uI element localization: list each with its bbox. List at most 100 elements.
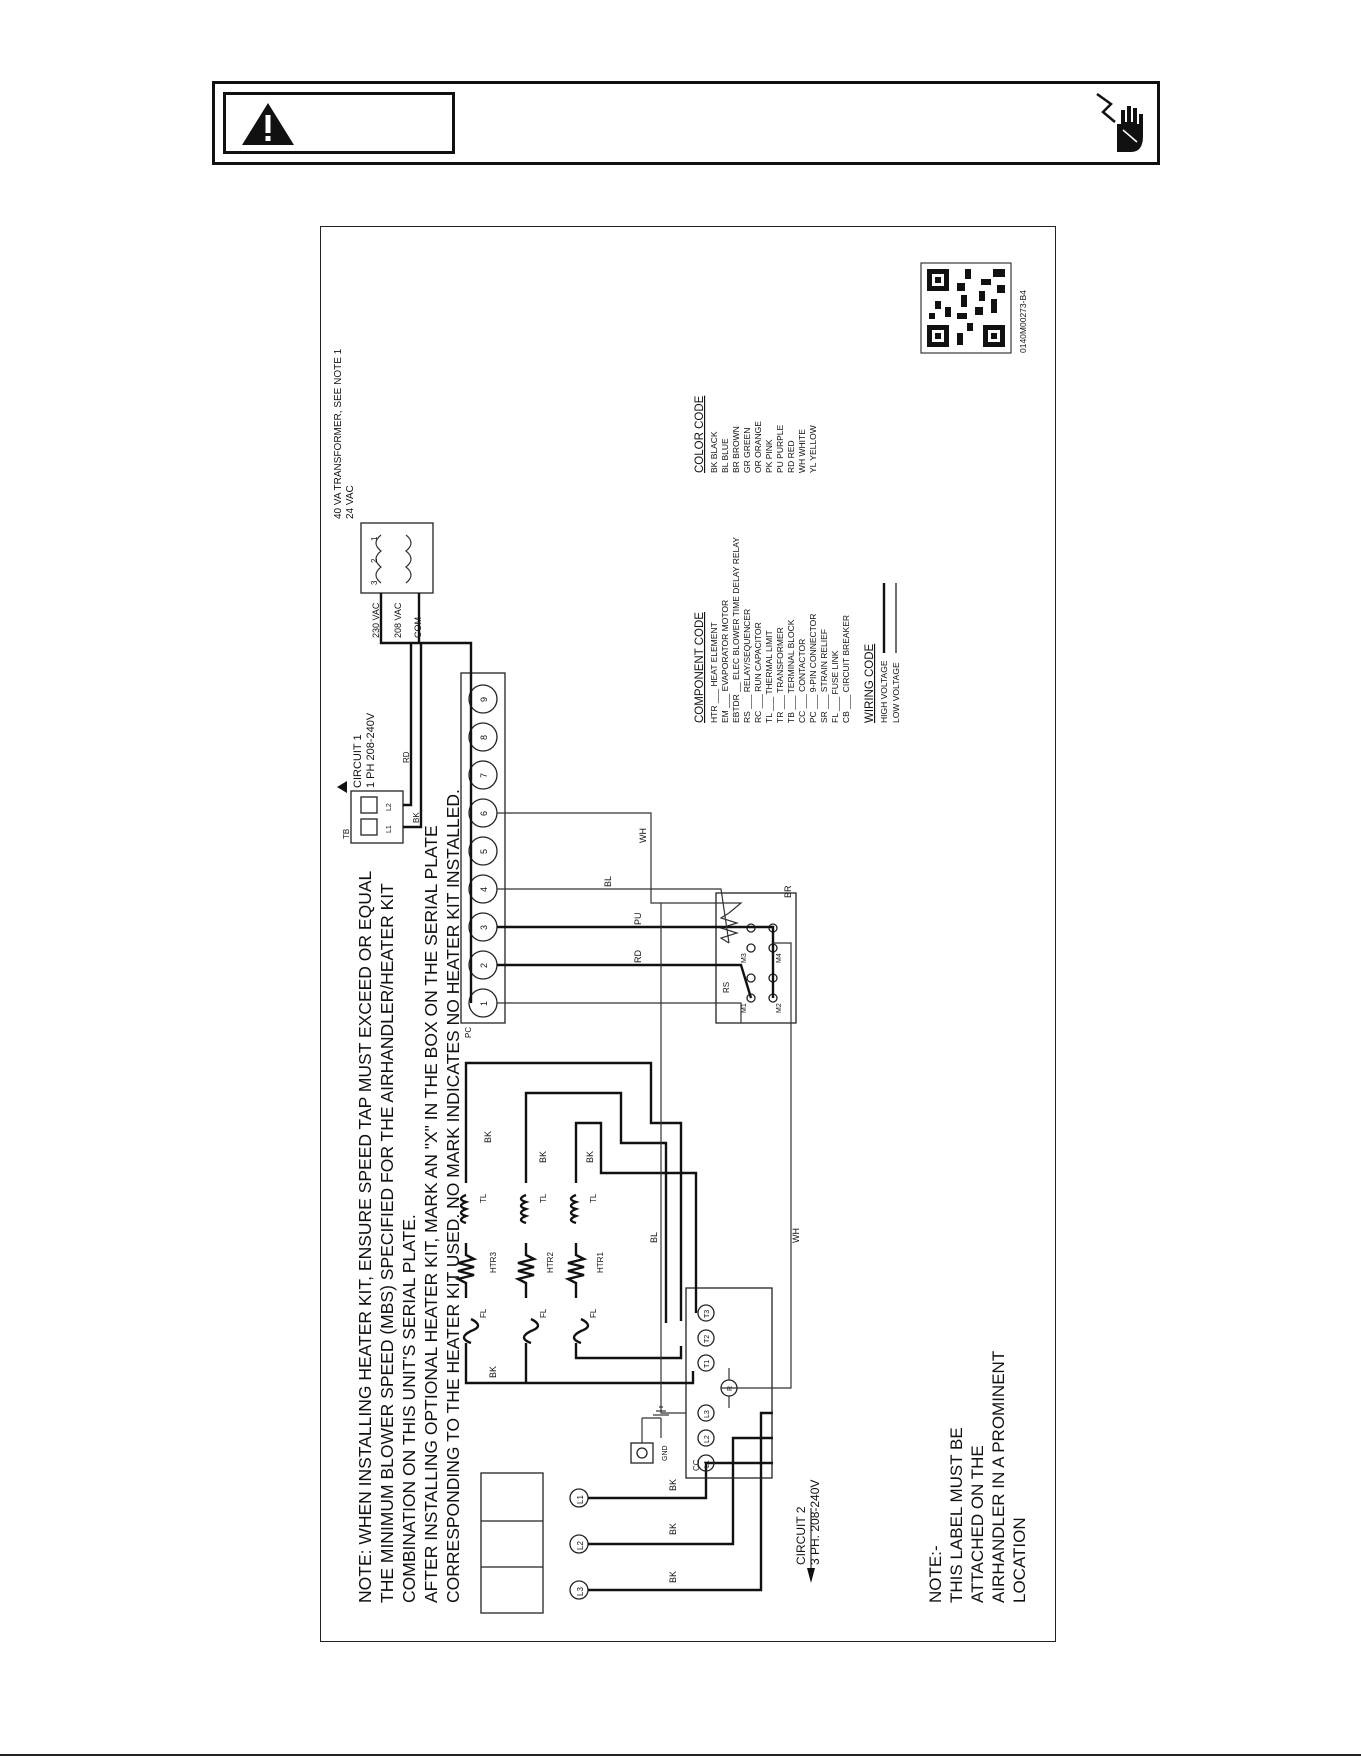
color-code-title: COLOR CODE	[694, 395, 706, 473]
wiring-high: HIGH VOLTAGE	[879, 660, 889, 723]
component-item: PC ___ 9-PIN CONNECTOR	[808, 614, 818, 723]
note-line-2: THE MINIMUM BLOWER SPEED (MBS) SPECIFIED…	[377, 883, 397, 1603]
color-item: OR ORANGE	[753, 421, 763, 473]
pc-pin: 2	[479, 963, 489, 968]
note-line-5: CORRESPONDING TO THE HEATER KIT USED. NO…	[443, 789, 463, 1603]
page-footer-rule	[0, 1754, 1361, 1756]
pc-pin: 8	[479, 735, 489, 740]
wire-label-pu: PU	[633, 912, 643, 925]
tap-208: 208 VAC	[393, 602, 403, 638]
wire-label-bk: BK	[585, 1151, 595, 1163]
wire-label-bk: BK	[538, 1151, 548, 1163]
note-line-4: AFTER INSTALLING OPTIONAL HEATER KIT, MA…	[421, 825, 441, 1603]
fl-label: FL	[539, 1308, 548, 1318]
wire-label-bk: BK	[668, 1571, 678, 1583]
component-code-title: COMPONENT CODE	[694, 612, 706, 723]
wire-label-bk: BK	[412, 812, 421, 823]
cc-t2: T2	[704, 1335, 711, 1343]
color-item: RD RED	[786, 440, 796, 473]
pin-connector: PC 1 2 3 4 5 6 7 8 9	[460, 672, 506, 1038]
circuit2-spec: 3 PH. 208-240V	[808, 1480, 822, 1565]
contactor: CC L1 L2 L3 T1 T2 T3 R	[685, 1287, 773, 1479]
supply-terminals: L3 L2 L1 BK BK BK	[480, 1411, 773, 1614]
label-note-5: LOCATION	[1010, 1517, 1029, 1603]
pc-pin: 6	[479, 811, 489, 816]
component-item: TR ___ TRANSFORMER	[775, 627, 785, 723]
component-item: FL ___ FUSE LINK	[830, 650, 840, 723]
ground-symbol: GND	[630, 1406, 669, 1464]
tr-t1: 1	[370, 536, 379, 541]
color-item: BL BLUE	[720, 438, 730, 473]
note-line-1: NOTE: WHEN INSTALLING HEATER KIT, ENSURE…	[355, 871, 375, 1603]
gnd-label: GND	[662, 1445, 669, 1461]
component-code-list: HTR ___ HEAT ELEMENT EM ___ EVAPORATOR M…	[709, 537, 851, 723]
color-item: WH WHITE	[797, 429, 807, 473]
color-item: YL YELLOW	[808, 425, 818, 473]
pc-pin: 4	[479, 887, 489, 892]
wire-label-bk: BK	[668, 1479, 678, 1491]
htr2-label: HTR2	[546, 1252, 555, 1273]
pc-pin: 3	[479, 925, 489, 930]
transformer-title: 40 VA TRANSFORMER, SEE NOTE 1	[333, 348, 344, 519]
wire-label-bk: BK	[488, 1366, 498, 1378]
warning-label-box	[223, 92, 455, 154]
contactor-name: CC	[692, 1459, 701, 1471]
component-item: RC ___ RUN CAPACITOR	[753, 622, 763, 723]
pc-pin: 1	[479, 1001, 489, 1006]
supply-l2: L2	[576, 1541, 585, 1550]
label-note-2: THIS LABEL MUST BE	[947, 1427, 966, 1603]
color-item: PK PINK	[764, 439, 774, 473]
label-note-4: AIRHANDLER IN A PROMINENT	[989, 1351, 1008, 1603]
component-item: HTR ___ HEAT ELEMENT	[709, 622, 719, 723]
tr-t2: 2	[370, 558, 379, 563]
component-item: TL ___ THERMAL LIMIT	[764, 630, 774, 723]
cc-l3: L3	[704, 1410, 711, 1418]
pc-pin: 7	[479, 773, 489, 778]
color-item: PU PURPLE	[775, 424, 785, 473]
pc-pin: 9	[479, 697, 489, 702]
warning-banner	[212, 81, 1160, 165]
component-item: EBTDR __ ELEC BLOWER TIME DELAY RELAY	[731, 537, 741, 723]
transformer: 3 2 1 40 VA TRANSFORMER, SEE NOTE 1 24 V…	[333, 348, 473, 1003]
htr1-label: HTR1	[596, 1252, 605, 1273]
component-item: RS ___ RELAY/SEQUENCER	[742, 609, 752, 723]
wire-label-wh: WH	[638, 828, 648, 843]
label-note-3: ATTACHED ON THE	[968, 1445, 987, 1603]
component-item: SR ___ STRAIN RELIEF	[819, 629, 829, 723]
component-item: CB ___ CIRCUIT BREAKER	[841, 615, 851, 723]
tl-label: TL	[539, 1193, 548, 1203]
component-item: EM ___ EVAPORATOR MOTOR	[720, 600, 730, 723]
color-code-list: BK BLACK BL BLUE BR BROWN GR GREEN OR OR…	[709, 421, 818, 473]
wiring-low: LOW VOLTAGE	[891, 662, 901, 723]
rs-m1: M1	[741, 1003, 748, 1013]
tb-name: TB	[342, 829, 351, 839]
note-line-3: COMBINATION ON THIS UNIT'S SERIAL PLATE.	[399, 1214, 419, 1603]
supply-l3: L3	[576, 1587, 585, 1596]
wire-label-bk: BK	[483, 1131, 493, 1143]
cc-t1: T1	[704, 1360, 711, 1368]
wire-label-br: BR	[783, 885, 793, 898]
component-item: TB ___ TERMINAL BLOCK	[786, 619, 796, 723]
cc-l2: L2	[704, 1435, 711, 1443]
label-note-1: NOTE:-	[926, 1545, 945, 1603]
rs-name: RS	[722, 982, 731, 993]
wire-label-bk: BK	[668, 1523, 678, 1535]
electric-shock-hand-icon	[1096, 92, 1143, 152]
cc-l1: L1	[704, 1460, 711, 1468]
rs-m3: M3	[741, 953, 748, 963]
wiring-diagram: NOTE: WHEN INSTALLING HEATER KIT, ENSURE…	[320, 226, 1056, 1642]
circuit2-title: CIRCUIT 2	[794, 1506, 808, 1565]
tb-l1: L1	[386, 825, 393, 833]
rs-m2: M2	[776, 1003, 783, 1013]
warning-triangle-icon	[242, 103, 294, 145]
pc-name: PC	[464, 1027, 473, 1038]
pc-pin: 5	[479, 849, 489, 854]
tr-t3: 3	[370, 580, 379, 585]
part-number: 0140M00273-B4	[1018, 290, 1028, 353]
heater-elements: HTR3 FL TL HTR2 FL TL HTR1 FL TL	[454, 1061, 698, 1385]
color-item: GR GREEN	[742, 428, 752, 473]
circuit1-title: CIRCUIT 1	[352, 734, 364, 788]
wire-label-bl: BL	[603, 876, 613, 887]
rs-m4: M4	[776, 953, 783, 963]
transformer-secondary: 24 VAC	[345, 485, 356, 519]
